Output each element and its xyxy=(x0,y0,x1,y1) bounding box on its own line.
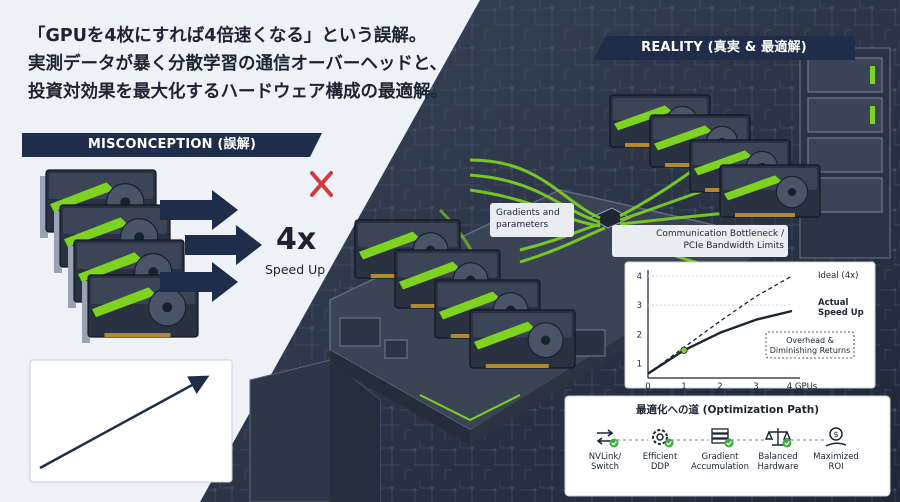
misconception-banner: MISCONCEPTION (誤解) xyxy=(22,133,322,157)
gradients-tag xyxy=(490,203,574,237)
y-tick-label: 1 xyxy=(637,359,642,369)
gpu-cluster-right xyxy=(354,94,821,369)
svg-text:$: $ xyxy=(833,430,838,439)
server-rack xyxy=(799,47,891,259)
check-badge-icon xyxy=(724,438,734,448)
speed-arrows xyxy=(160,190,262,302)
bottleneck-tag xyxy=(612,225,788,257)
server-towers xyxy=(249,359,381,502)
check-badge-icon xyxy=(664,438,674,448)
optimization-title: 最適化への道 (Optimization Path) xyxy=(636,404,820,416)
x-tick-label: 1 xyxy=(681,382,686,392)
headline-line-3: 投資対効果を最大化するハードウェア構成の最適解。 xyxy=(28,82,448,102)
optimization-icons: $ xyxy=(593,425,848,449)
headline-line-2: 実測データが暴く分散学習の通信オーバーヘッドと、 xyxy=(28,54,448,74)
series-line-2 xyxy=(647,309,793,375)
series-line-1 xyxy=(647,275,793,375)
annotation-text: Overhead &Diminishing Returns xyxy=(770,336,851,355)
linear-expectation-chart xyxy=(29,359,233,483)
y-tick-label: 2 xyxy=(637,330,642,340)
x-tick-label: 2 xyxy=(717,382,722,392)
x-tick-label: 4 GPUs xyxy=(787,382,818,392)
optimization-step-1: NVLink/ Switch xyxy=(588,452,622,472)
cross-mark-icon xyxy=(310,171,333,197)
headline-line-1: 「GPUを4枚にすれば4倍速くなる」という誤解。 xyxy=(28,26,427,46)
x-tick-label: 0 xyxy=(645,382,650,392)
gpu-card-left-4 xyxy=(87,274,199,338)
money-hand-icon: $ xyxy=(824,425,848,449)
x-tick-label: 3 xyxy=(753,382,758,392)
gradients-label: Gradients and parameters xyxy=(496,208,560,230)
arrow-right-3 xyxy=(160,262,238,302)
gpu-card-front-4 xyxy=(469,309,576,369)
reality-banner: REALITY (真実 & 最適解) xyxy=(593,36,855,60)
check-badge-icon xyxy=(782,438,792,448)
highlight-point xyxy=(680,346,688,354)
y-tick-label: 4 xyxy=(637,272,642,282)
optimization-step-4: Balanced Hardware xyxy=(757,452,799,472)
arrow-right-1 xyxy=(160,190,238,230)
bottleneck-label: Communication Bottleneck / PCIe Bandwidt… xyxy=(656,229,784,251)
gpu-card-top-4 xyxy=(719,164,821,218)
y-tick-label: 3 xyxy=(637,301,642,311)
arrow-right-2 xyxy=(185,225,262,265)
gpu-stack-left xyxy=(40,169,199,343)
speedup-label: Speed Up xyxy=(265,262,326,277)
optimization-step-2: Efficient DDP xyxy=(642,452,678,472)
check-badge-icon xyxy=(609,438,619,448)
speedup-value: 4x xyxy=(276,222,317,257)
optimization-step-5: Maximized ROI xyxy=(813,452,859,472)
misconception-banner-text: MISCONCEPTION (誤解) xyxy=(87,137,257,152)
reality-banner-text: REALITY (真実 & 最適解) xyxy=(641,40,807,55)
optimization-step-3: Gradient Accumulation xyxy=(691,452,749,472)
series-label-1: Ideal (4x) xyxy=(818,271,858,281)
annotation-box xyxy=(765,331,855,359)
